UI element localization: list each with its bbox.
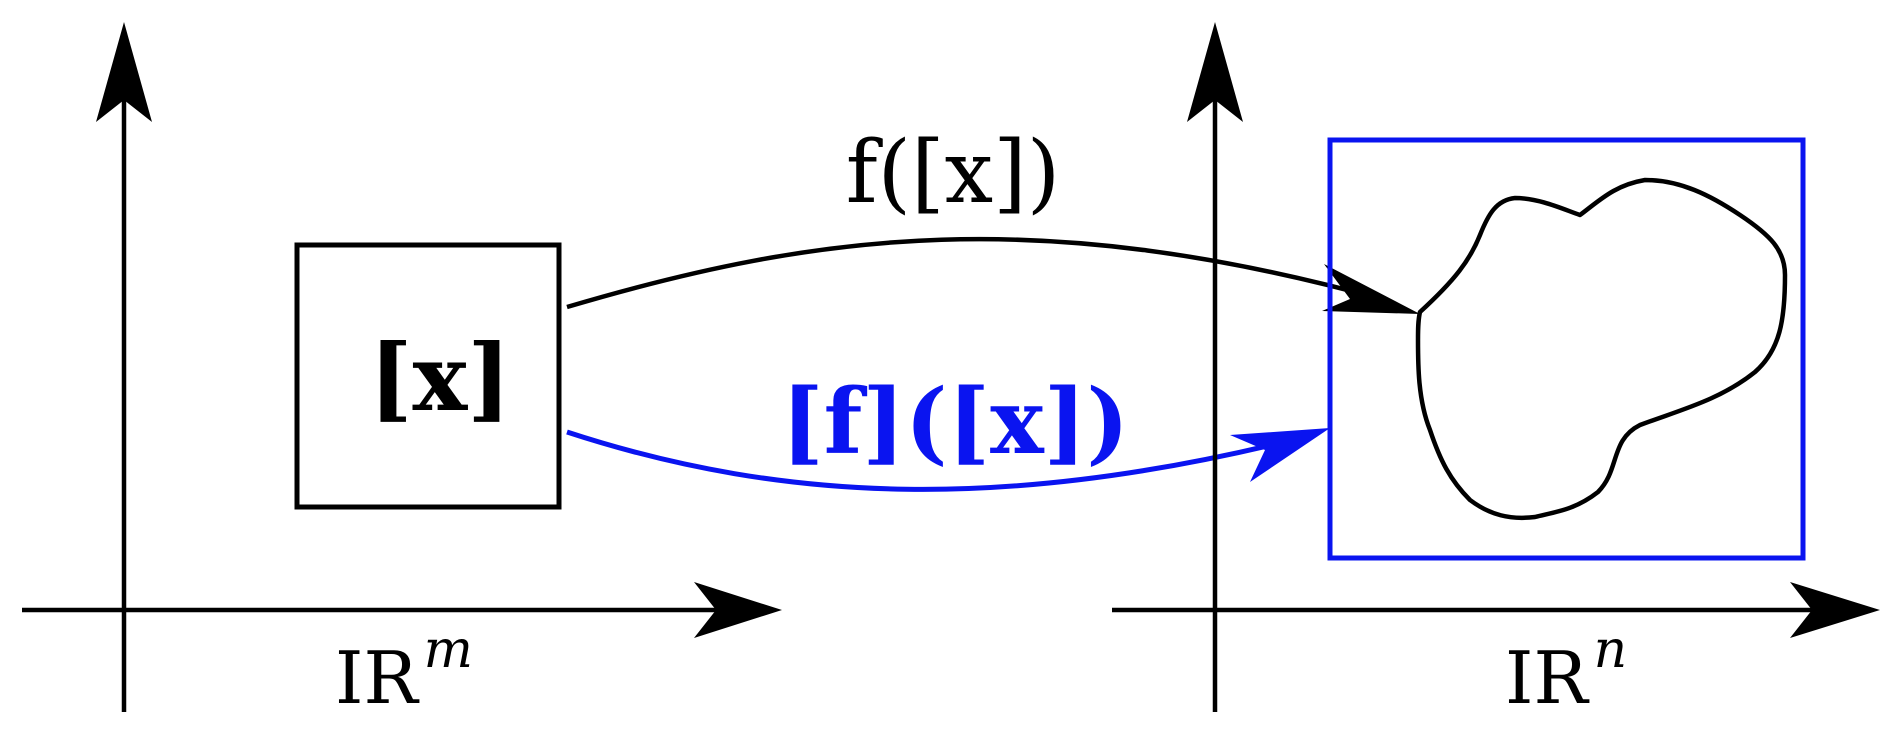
inclusion-mapping-arrowhead [1230,428,1330,482]
input-box-label: [x] [369,324,511,432]
exact-mapping-label: f([x]) [846,123,1061,223]
exact-mapping-arrowhead [1322,264,1420,314]
input-box-rect [294,242,562,510]
left-x-axis-arrowhead [694,582,782,638]
right-x-axis-arrowhead [1790,582,1880,638]
inclusion-mapping-curve [566,429,1281,492]
exact-image-mapping: f([x]) [566,123,1420,314]
exact-image-blob [1415,177,1788,521]
inclusion-mapping-label: [f]([x]) [781,369,1129,475]
left-y-axis-arrowhead [96,22,152,122]
right-space-label-base: IR [1505,636,1589,720]
right-space-label-exponent: n [1594,620,1628,680]
input-interval-box: [x] [294,242,562,510]
right-y-axis-arrowhead [1187,22,1243,122]
output-enclosure-box [1327,137,1806,561]
exact-mapping-curve [566,236,1386,310]
inclusion-function-mapping: [f]([x]) [566,369,1330,492]
left-space-label-exponent: m [424,620,473,680]
left-space-label-base: IR [335,636,419,720]
